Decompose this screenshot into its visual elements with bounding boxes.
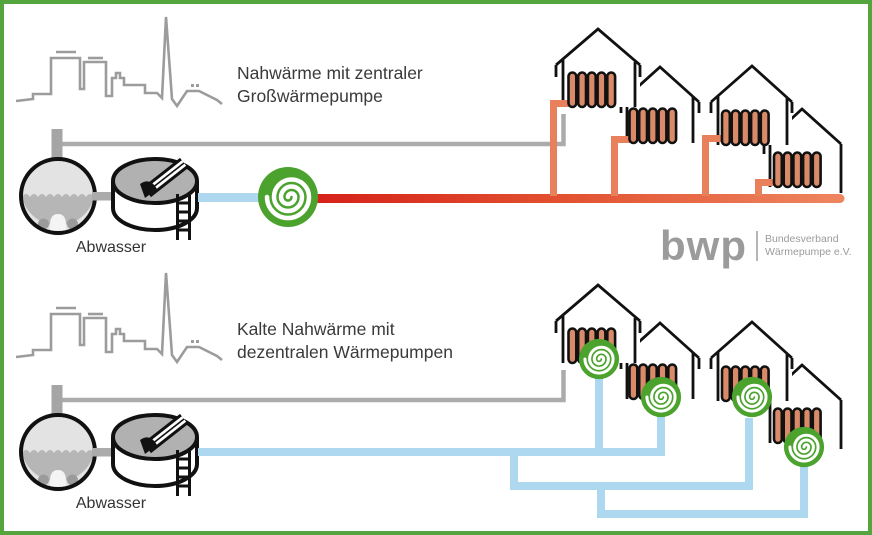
central-heat-pump-icon [258,167,318,227]
bwp-logo-abbr: bwp [660,222,747,269]
bwp-logo: bwp Bundesverband Wärmepumpe e.V. [660,222,852,269]
section-title-bottom: Kalte Nahwärme mit dezentralen Wärmepump… [237,318,453,363]
cold-network-pipes [198,372,808,518]
wastewater-label: Abwasser [75,495,147,512]
title-line: dezentralen Wärmepumpen [237,341,453,362]
sewer-pipe [57,370,566,403]
logo-divider [755,231,758,261]
section-title-top: Nahwärme mit zentraler Großwärmepumpe [237,62,423,107]
sewer-pipe [57,114,566,147]
radiator-icon [772,151,822,189]
title-line: Großwärmepumpe [237,85,383,106]
house-heat-pump-icon [782,425,826,469]
hot-water-branch-pipes [550,100,778,196]
section-decentral-heat-pumps [14,271,841,518]
logo-org-line: Bundesverband [764,233,839,245]
title-line: Nahwärme mit zentraler [237,63,423,83]
section-central-heat-pump [14,15,845,240]
radiator-icon [628,107,678,145]
house-heat-pump-icon [577,337,621,381]
house-heat-pump-icon [730,375,774,419]
logo-org-line: Wärmepumpe e.V. [764,246,852,258]
city-skyline-icon [14,15,224,108]
bwp-logo-org: Bundesverband Wärmepumpe e.V. [765,233,852,259]
radiator-icon [567,71,617,109]
city-skyline-icon [14,271,224,364]
wastewater-label: Abwasser [75,239,147,256]
title-line: Kalte Nahwärme mit [237,319,395,339]
house-heat-pump-icon [639,375,683,419]
radiator-icon [720,109,770,147]
